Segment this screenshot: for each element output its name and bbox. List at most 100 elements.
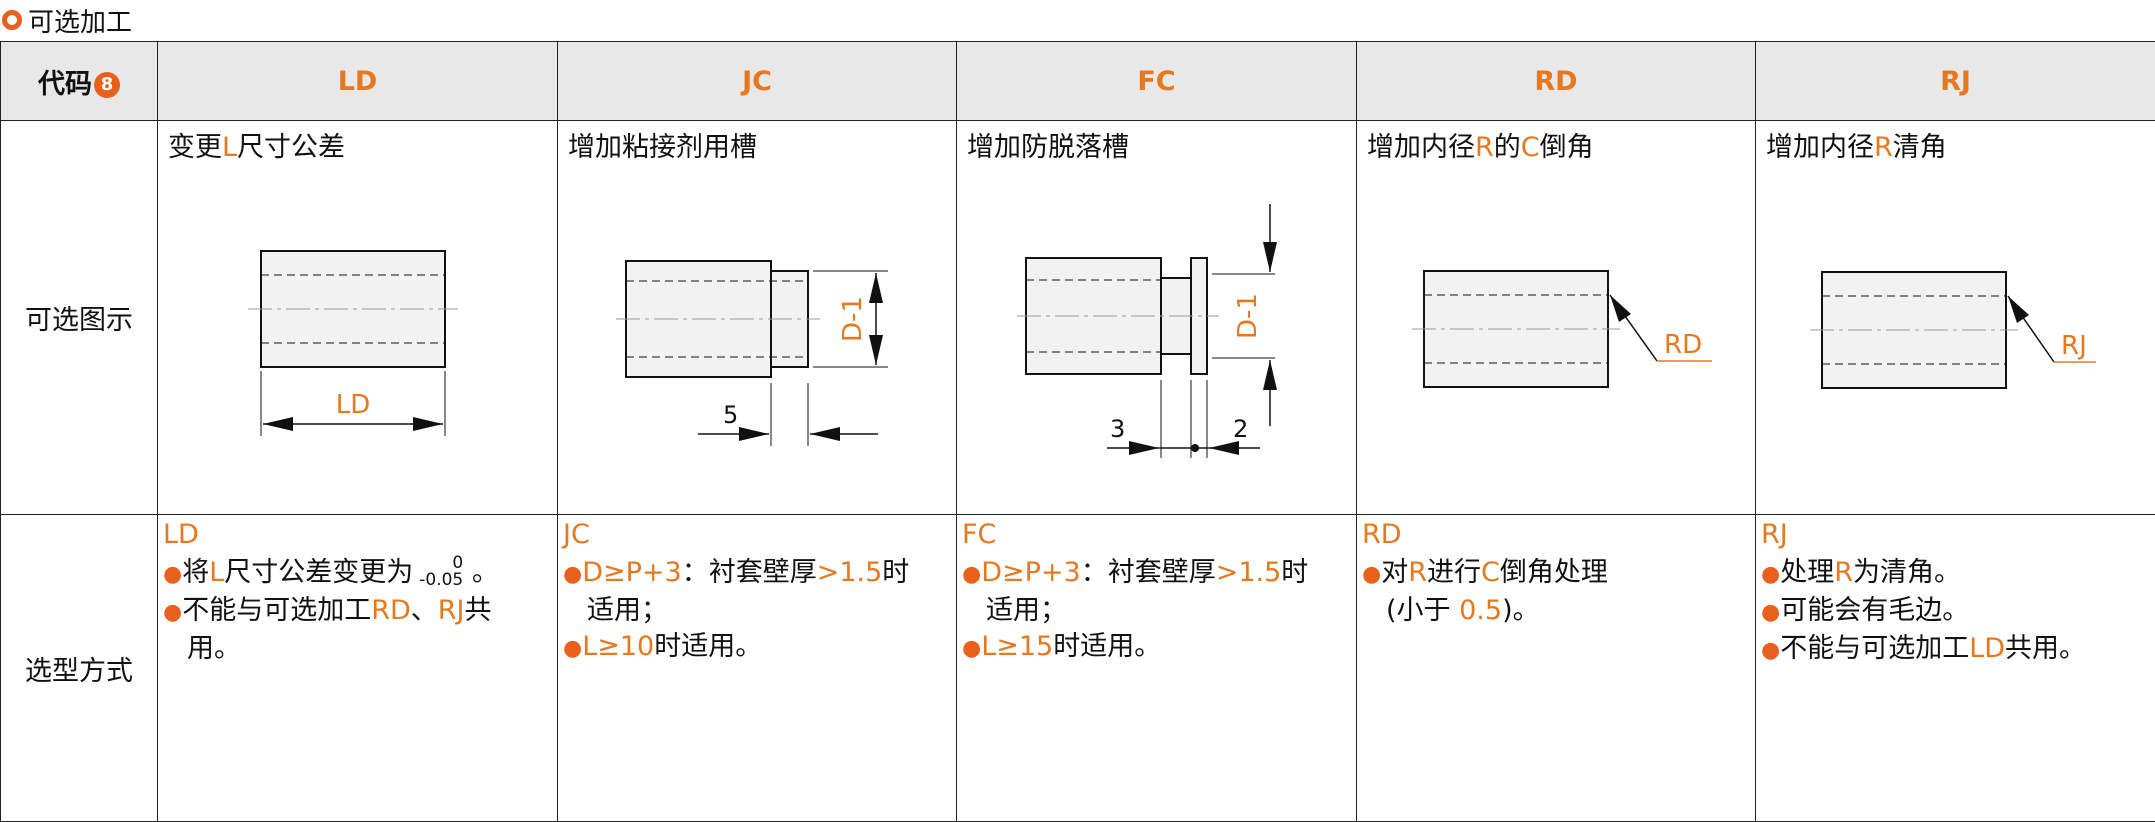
selection-jc-l1-hl: D≥P+3 (582, 557, 682, 588)
section-header: 可选加工 (0, 0, 132, 40)
figure-jc-drawing: D-1 5 (616, 260, 888, 446)
selection-ld-l1-post: 尺寸公差变更为 (224, 557, 414, 588)
selection-rj-code: RJ (1761, 519, 1788, 550)
section-title: 可选加工 (28, 7, 133, 38)
selection-ld-l2-sep: 、 (410, 595, 438, 626)
selection-fc-l1-mid: ：衬套壁厚 (1080, 557, 1216, 588)
selection-rd-line1: ●对R进行C倒角处理 (1362, 557, 1608, 588)
selection-rd-l1-mid: 进行 (1426, 557, 1481, 588)
figure-rd-title-pre: 增加内径 (1367, 132, 1475, 163)
figure-ld-title: 变更L尺寸公差 (168, 125, 345, 164)
selection-row-label: 选型方式 (0, 514, 158, 822)
tolerance-bottom: -0.05 (419, 569, 464, 590)
figure-ld-title-pre: 变更 (168, 132, 222, 163)
selection-rj-l1-post: 为清角。 (1852, 557, 1961, 588)
col-header-ld: LD (157, 41, 558, 121)
figure-fc-dim: D-1 (1233, 293, 1263, 339)
col-header-fc: FC (956, 41, 1357, 121)
selection-jc-l3-post: 时适用。 (654, 631, 763, 662)
selection-rd-code: RD (1362, 519, 1402, 550)
figure-row-label: 可选图示 (0, 120, 158, 515)
selection-fc-line1: ●D≥P+3：衬套壁厚>1.5时 (962, 557, 1309, 588)
selection-rd-line2: (小于 0.5)。 (1362, 593, 1749, 629)
col-header-rj: RJ (1755, 41, 2155, 121)
figure-rd-title-mid: 的 (1493, 132, 1521, 163)
figure-fc-title: 增加防脱落槽 (967, 132, 1129, 163)
selection-rj-line1: ●处理R为清角。 (1761, 557, 1961, 588)
col-header-jc: JC (557, 41, 957, 121)
selection-rd-l2-pre: (小于 (1386, 595, 1460, 626)
selection-jc-line3: ●L≥10时适用。 (563, 631, 763, 662)
selection-rj-l2: 可能会有毛边。 (1780, 595, 1970, 626)
selection-ld-line2: ●不能与可选加工RD、RJ共 (163, 595, 492, 626)
selection-jc-code: JC (563, 519, 590, 550)
figure-fc-dim2: 3 (1110, 415, 1125, 443)
selection-fc-l3-post: 时适用。 (1053, 631, 1162, 662)
selection-fc: FC ●D≥P+3：衬套壁厚>1.5时 适用； ●L≥15时适用。 (956, 514, 1357, 822)
figure-ld-title-hl: L (222, 132, 238, 163)
figure-jc: 增加粘接剂用槽 D-1 5 (557, 120, 957, 515)
col-header-rd: RD (1356, 41, 1756, 121)
selection-fc-line2: 适用； (986, 595, 1067, 626)
selection-ld-l1-end: 。 (471, 557, 499, 588)
figure-rj: 增加内径R清角 RJ (1755, 120, 2155, 515)
selection-rj-l3-hl: LD (1969, 633, 2006, 664)
tolerance: 0-0.05 (419, 554, 464, 590)
selection-ld-l2-hl1: RD (371, 595, 411, 626)
figure-rd-title-post: 倒角 (1539, 132, 1594, 163)
selection-ld-l1-hl: L (209, 557, 225, 588)
selection-rd-l1-post: 倒角处理 (1499, 557, 1608, 588)
figure-rj-title-pre: 增加内径 (1766, 132, 1874, 163)
selection-fc-l1-hl2: >1.5 (1215, 557, 1282, 588)
figure-ld-dim: LD (336, 390, 371, 420)
selection-fc-l1-post: 时 (1281, 557, 1309, 588)
selection-jc-l1-post: 时 (882, 557, 910, 588)
selection-rj-l3-pre: 不能与可选加工 (1780, 633, 1970, 664)
figure-jc-title: 增加粘接剂用槽 (568, 132, 757, 163)
figure-jc-dim: D-1 (838, 296, 868, 342)
selection-rd-l2-hl: 0.5 (1459, 595, 1503, 626)
selection-rj-l1-pre: 处理 (1780, 557, 1835, 588)
selection-fc-l3-hl: L≥15 (981, 631, 1054, 662)
selection-ld-line3: 用。 (187, 633, 241, 664)
figure-ld-drawing: LD (248, 250, 458, 436)
figure-rd-title-hl2: C (1520, 132, 1540, 163)
selection-jc-l1-hl2: >1.5 (816, 557, 883, 588)
selection-rd-l1-hl: R (1408, 557, 1427, 588)
selection-jc-l3-hl: L≥10 (582, 631, 655, 662)
figure-jc-dim2: 5 (723, 401, 738, 429)
figure-rj-title-hl: R (1874, 132, 1893, 163)
figure-rj-title: 增加内径R清角 (1766, 125, 1947, 164)
selection-rj-line3: ●不能与可选加工LD共用。 (1761, 633, 2087, 664)
figure-rd-drawing: RD (1412, 270, 1712, 388)
selection-jc: JC ●D≥P+3：衬套壁厚>1.5时 适用； ●L≥10时适用。 (557, 514, 957, 822)
figure-rd: 增加内径R的C倒角 RD (1356, 120, 1756, 515)
selection-rj: RJ ●处理R为清角。 ●可能会有毛边。 ●不能与可选加工LD共用。 (1755, 514, 2155, 822)
figure-fc: 增加防脱落槽 D-1 (956, 120, 1357, 515)
figure-rj-drawing: RJ (1810, 271, 2096, 389)
selection-rd-l2-post: )。 (1502, 595, 1540, 626)
selection-rj-line2: ●可能会有毛边。 (1761, 595, 1970, 626)
figure-ld-title-post: 尺寸公差 (237, 132, 346, 163)
selection-fc-line3: ●L≥15时适用。 (962, 631, 1162, 662)
figure-fc-drawing: D-1 3 2 (1017, 204, 1277, 458)
selection-ld-l1-pre: 将 (182, 557, 210, 588)
figure-ld: 变更L尺寸公差 LD (157, 120, 558, 515)
figure-rd-title: 增加内径R的C倒角 (1367, 125, 1594, 164)
badge-8: 8 (94, 72, 120, 98)
selection-ld-l2-hl2: RJ (437, 595, 465, 626)
figure-rd-title-hl: R (1475, 132, 1494, 163)
selection-ld-l2-post: 共 (464, 595, 492, 626)
selection-jc-l1-mid: ：衬套壁厚 (681, 557, 817, 588)
selection-rd: RD ●对R进行C倒角处理 (小于 0.5)。 (1356, 514, 1756, 822)
figure-rd-dim: RD (1664, 330, 1702, 360)
selection-fc-code: FC (962, 519, 997, 550)
selection-ld-code: LD (163, 519, 199, 550)
figure-row: 可选图示 变更L尺寸公差 LD 增加粘接剂用槽 (0, 120, 2155, 515)
